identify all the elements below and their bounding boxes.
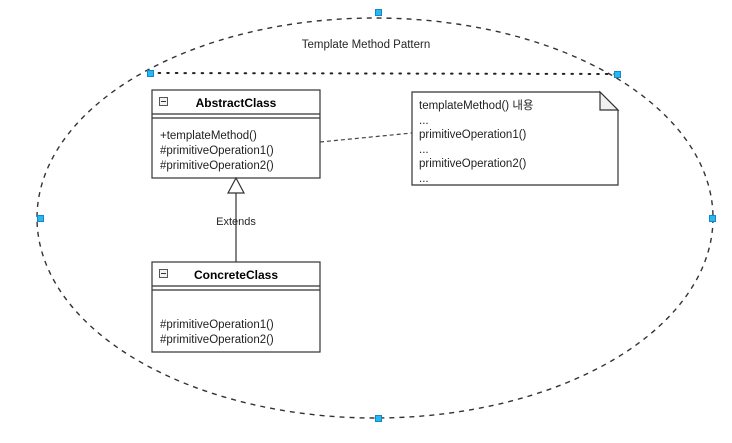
concrete-class-name: ConcreteClass <box>193 268 279 282</box>
pattern-boundary-ellipse <box>36 17 714 419</box>
handle-dotline-end[interactable] <box>614 71 621 78</box>
inheritance-triangle-arrowhead <box>227 176 245 194</box>
concrete-class-member: #primitiveOperation1() <box>160 319 274 331</box>
handle-ellipse-left[interactable] <box>37 215 44 222</box>
abstract-class-member: #primitiveOperation2() <box>160 160 274 172</box>
note-line: ... <box>419 115 429 127</box>
handle-ellipse-top[interactable] <box>375 9 382 16</box>
note-line: primitiveOperation2() <box>419 158 527 170</box>
concrete-class-member: #primitiveOperation2() <box>160 334 274 346</box>
handle-ellipse-bottom[interactable] <box>375 415 382 422</box>
note-line: primitiveOperation1() <box>419 129 527 141</box>
abstract-class-member: +templateMethod() <box>160 130 257 142</box>
abstract-class-name: AbstractClass <box>195 96 277 110</box>
minus-box-icon-abstract-class[interactable] <box>159 97 168 106</box>
note-line: ... <box>419 144 429 156</box>
page-title: Template Method Pattern <box>301 39 431 51</box>
note-anchor-connector <box>319 132 413 143</box>
abstract-class-member: #primitiveOperation1() <box>160 145 274 157</box>
inheritance-label: Extends <box>216 216 256 228</box>
abstract-class-box <box>151 89 321 179</box>
note-folded-corner <box>599 90 620 111</box>
minus-box-icon-concrete-class[interactable] <box>159 269 168 278</box>
handle-dotline-start[interactable] <box>147 70 154 77</box>
note-box <box>411 91 619 186</box>
handle-ellipse-right[interactable] <box>709 215 716 222</box>
dotted-divider-line <box>149 72 618 75</box>
note-line: templateMethod() 내용 <box>419 100 534 112</box>
note-line: ... <box>419 173 429 185</box>
